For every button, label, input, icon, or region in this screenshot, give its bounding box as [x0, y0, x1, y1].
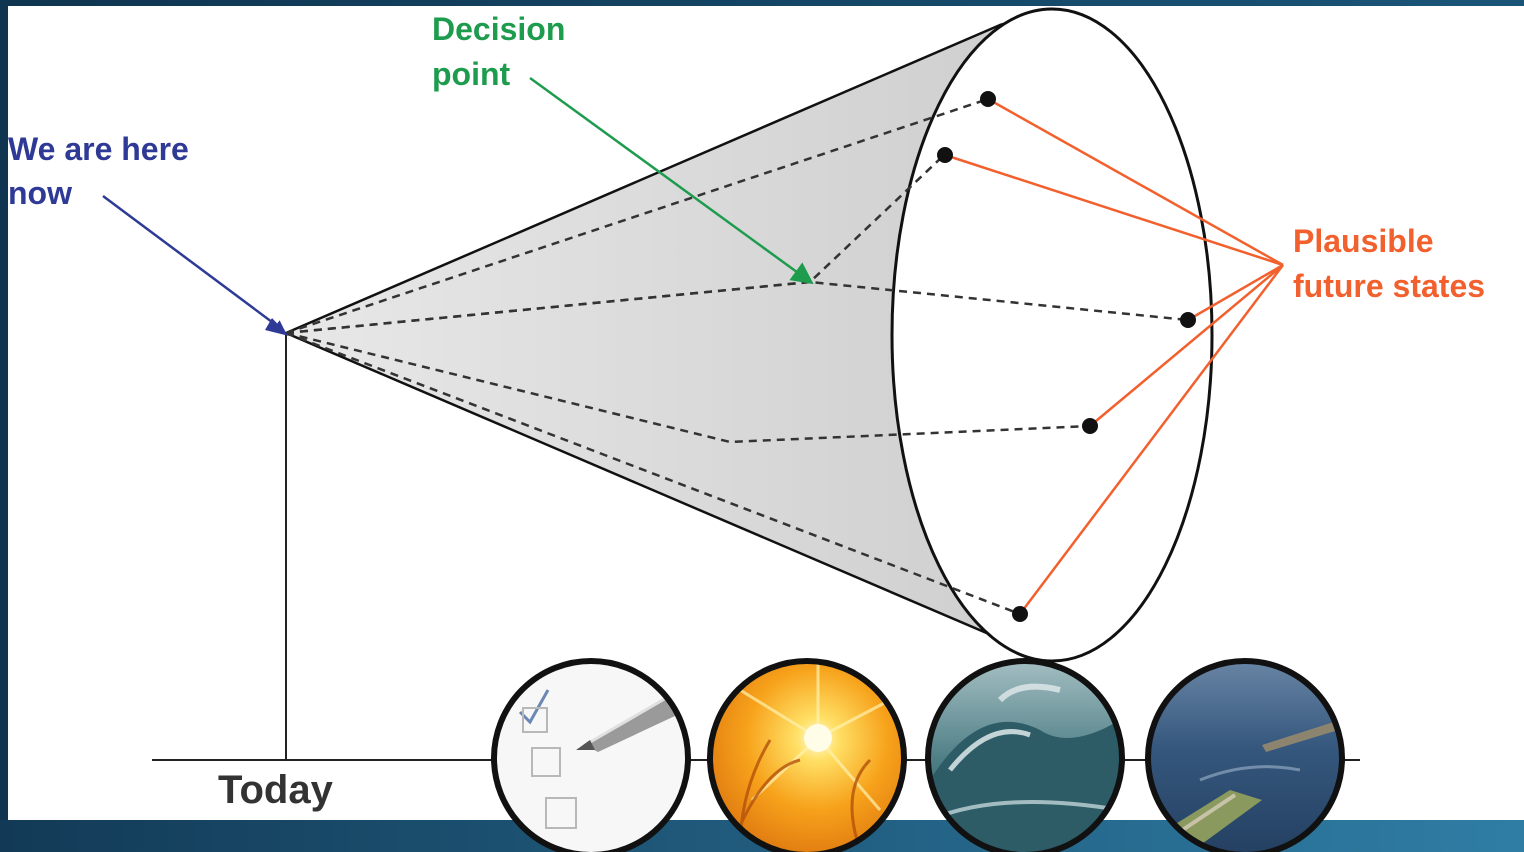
decision-arrow [529, 76, 814, 285]
future-state-dot [1012, 606, 1028, 622]
checkbox-icon [545, 797, 577, 829]
futures-label-line2: future states [1293, 268, 1485, 304]
future-connector [944, 153, 1284, 267]
future-state-dot [1180, 312, 1196, 328]
future-state-dot [980, 91, 996, 107]
now-label-line2: now [8, 175, 72, 211]
flood-levee-image [1145, 658, 1345, 852]
future-state-dot [937, 147, 953, 163]
future-connector [1019, 264, 1284, 615]
now-arrowhead [265, 318, 289, 336]
future-connector [1187, 263, 1284, 322]
future-state-dots [937, 91, 1196, 622]
checkbox-icon [531, 747, 561, 777]
now-label-line1: We are here [8, 131, 189, 167]
pathway-1 [285, 98, 986, 335]
future-state-dot [1082, 418, 1098, 434]
pathway-5 [285, 331, 1021, 616]
storm-wave-image [925, 658, 1125, 852]
future-connector [987, 97, 1284, 267]
future-connectors [944, 97, 1284, 615]
sun-heat-image [707, 658, 907, 852]
decision-label-line1: Decision [432, 11, 565, 47]
cone-mouth [890, 7, 1214, 663]
today-label: Today [218, 768, 334, 812]
wave-icon [928, 720, 1122, 852]
pathway-3 [285, 280, 1189, 335]
pen-icon [585, 690, 688, 752]
checkbox-icon [522, 707, 548, 733]
future-connector [1089, 264, 1284, 427]
pathways [285, 98, 1189, 616]
decision-label-line2: point [432, 56, 511, 92]
checklist-pen-image [491, 658, 691, 852]
now-arrow [102, 194, 286, 333]
futures-label-line1: Plausible [1293, 223, 1434, 259]
